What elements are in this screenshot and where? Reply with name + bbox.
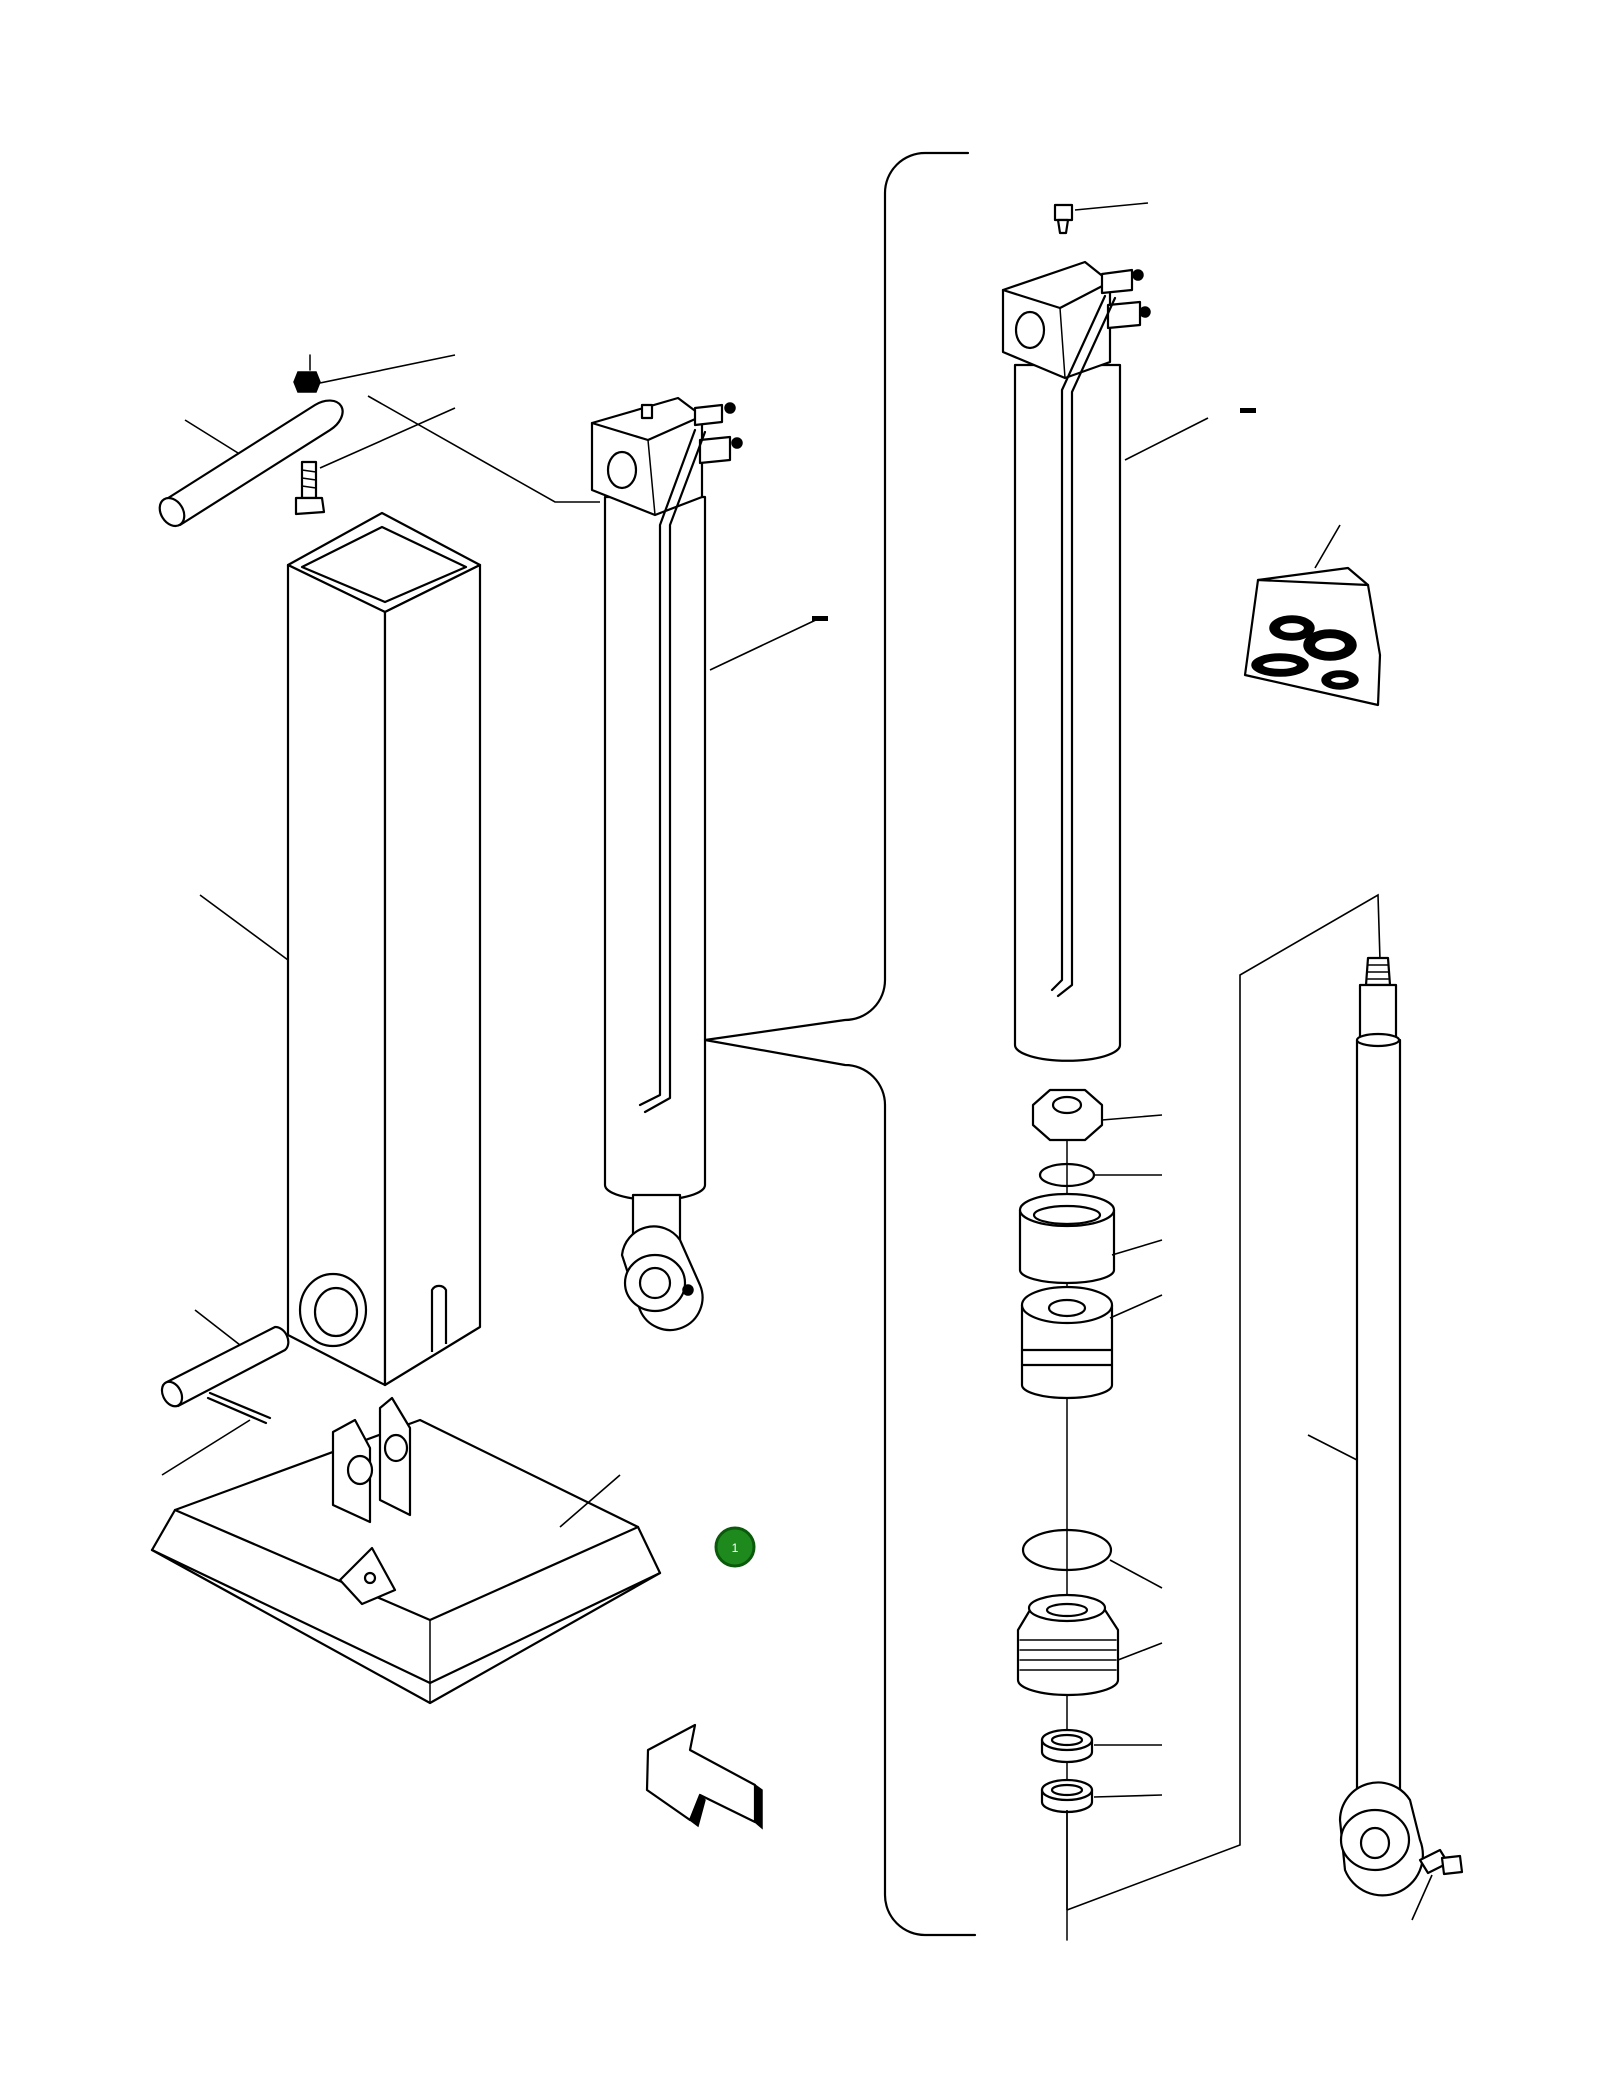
exploded-bracket — [703, 151, 977, 1937]
rod-seal — [1040, 1778, 1163, 1910]
grease-nipple-top — [1053, 202, 1149, 235]
grease-nipple-rod — [1411, 1848, 1464, 1921]
gland — [1016, 1593, 1163, 1697]
split-pin — [161, 1391, 272, 1476]
base-plate — [150, 1396, 662, 1705]
lower-pin — [160, 1309, 290, 1408]
seal-kit-icon — [1243, 524, 1382, 707]
outer-post — [199, 511, 482, 1387]
piston-rod — [1307, 956, 1424, 1897]
cylinder-barrel — [1001, 260, 1256, 1062]
piston — [1020, 1285, 1163, 1400]
seal-group-leader — [1066, 893, 1381, 1911]
o-ring-small — [1038, 1162, 1162, 1188]
hotspot-badge[interactable]: 1 — [714, 1526, 756, 1568]
pin-bolt — [294, 407, 456, 516]
top-pin — [158, 399, 344, 528]
piston-sleeve — [1018, 1192, 1163, 1285]
hotspot-label: 1 — [732, 1541, 739, 1555]
pin-to-cylinder-leader — [367, 395, 600, 503]
piston-nut — [1031, 1088, 1163, 1142]
wiper-seal — [1040, 1728, 1162, 1764]
direction-arrow-icon — [645, 1723, 763, 1830]
pin-nut — [293, 354, 456, 393]
cylinder-assembly — [590, 396, 828, 1332]
o-ring-large — [1021, 1528, 1163, 1589]
